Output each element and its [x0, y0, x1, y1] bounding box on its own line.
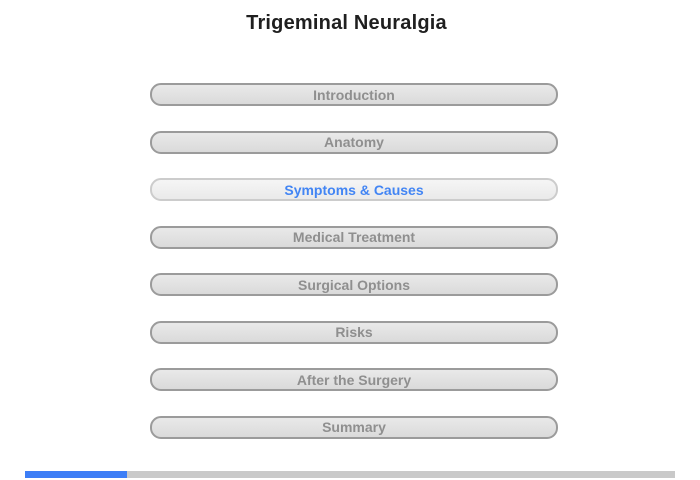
menu-item-summary[interactable]: Summary [150, 415, 558, 439]
menu-item-anatomy[interactable]: Anatomy [150, 130, 558, 154]
chapter-menu: Introduction Anatomy Symptoms & Causes M… [150, 83, 558, 439]
menu-item-after-the-surgery[interactable]: After the Surgery [150, 368, 558, 391]
menu-item-symptoms-causes[interactable]: Symptoms & Causes [150, 178, 558, 201]
progress-bar-track [25, 471, 675, 478]
progress-fill [25, 471, 128, 478]
menu-item-introduction[interactable]: Introduction [150, 83, 558, 106]
menu-item-medical-treatment[interactable]: Medical Treatment [150, 225, 558, 249]
menu-item-surgical-options[interactable]: Surgical Options [150, 273, 558, 296]
page-title: Trigeminal Neuralgia [246, 12, 447, 34]
menu-item-risks[interactable]: Risks [150, 320, 558, 344]
